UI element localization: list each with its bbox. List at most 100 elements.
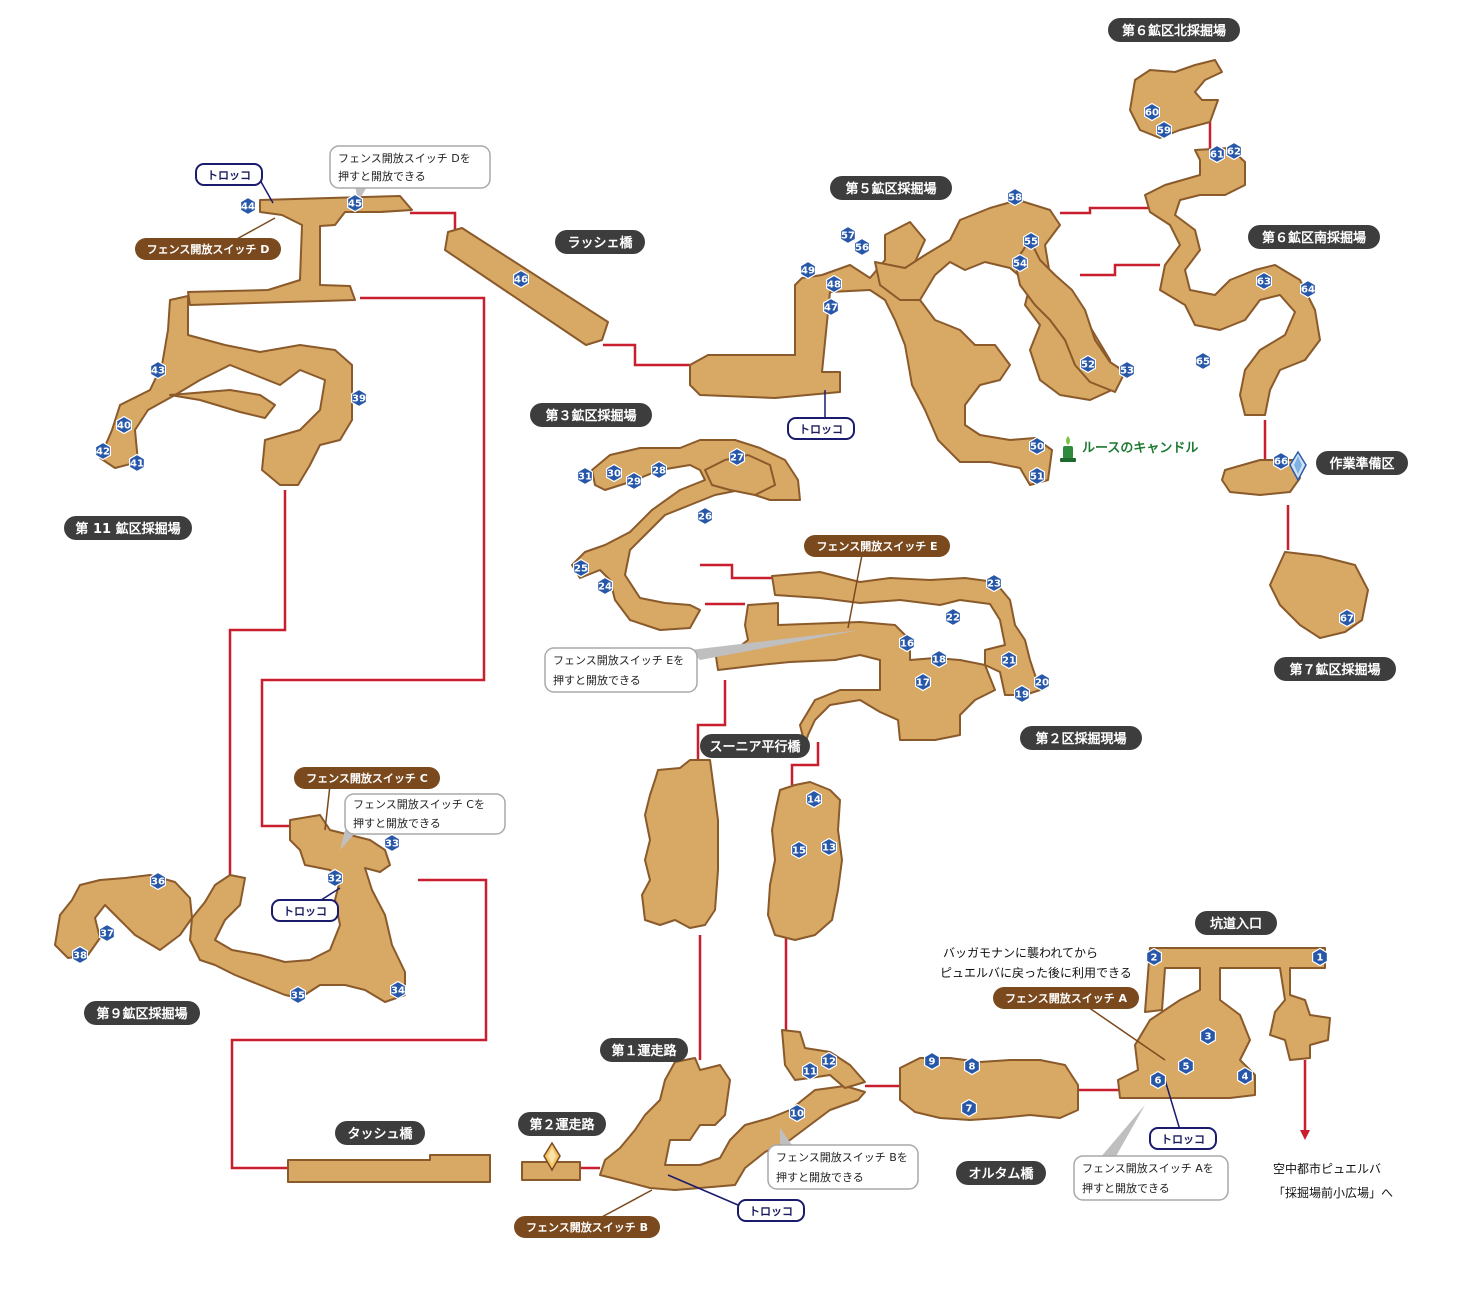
marker-number: 47 xyxy=(824,303,838,314)
marker-number: 62 xyxy=(1227,147,1241,158)
marker-number: 7 xyxy=(966,1104,973,1115)
marker-44: 44 xyxy=(240,196,256,216)
marker-number: 48 xyxy=(827,280,841,291)
marker-3: 3 xyxy=(1199,1026,1217,1046)
svg-text:押すと開放できる: 押すと開放できる xyxy=(353,816,441,830)
marker-35: 35 xyxy=(290,985,306,1005)
note-baggamonan-line2: ピュエルバに戻った後に利用できる xyxy=(940,966,1132,980)
label-mine6-north: 第６鉱区北採掘場 xyxy=(1108,18,1240,42)
svg-text:フェンス開放スイッチ D: フェンス開放スイッチ D xyxy=(147,242,270,256)
svg-text:フェンス開放スイッチ E: フェンス開放スイッチ E xyxy=(816,539,937,553)
marker-number: 24 xyxy=(598,582,612,593)
marker-28: 28 xyxy=(650,460,668,480)
svg-text:トロッコ: トロッコ xyxy=(749,1205,793,1218)
marker-number: 6 xyxy=(1155,1076,1162,1087)
floor-mine5-right xyxy=(1014,239,1126,393)
marker-number: 40 xyxy=(117,421,131,432)
marker-number: 8 xyxy=(969,1062,976,1073)
marker-46: 46 xyxy=(512,269,530,289)
leader-switch-a xyxy=(1084,1004,1166,1061)
marker-21: 21 xyxy=(1000,650,1018,670)
label-mine11: 第 11 鉱区採掘場 xyxy=(64,516,192,540)
marker-13: 13 xyxy=(820,837,838,857)
svg-text:押すと開放できる: 押すと開放できる xyxy=(553,673,641,687)
svg-text:坑道入口: 坑道入口 xyxy=(1210,916,1262,932)
marker-42: 42 xyxy=(94,441,112,461)
marker-18: 18 xyxy=(930,649,948,669)
floor-mine9-left xyxy=(54,874,193,959)
marker-number: 27 xyxy=(730,453,744,464)
marker-number: 36 xyxy=(151,877,165,888)
marker-number: 46 xyxy=(514,275,528,286)
marker-number: 43 xyxy=(151,366,165,377)
leader-trolley-44 xyxy=(259,179,274,204)
svg-text:押すと開放できる: 押すと開放できる xyxy=(776,1170,864,1184)
floor-runway-hub xyxy=(599,1057,866,1191)
marker-number: 15 xyxy=(792,846,806,857)
switch-label-e: フェンス開放スイッチ E xyxy=(804,535,950,557)
label-work-prep: 作業準備区 xyxy=(1316,451,1408,475)
marker-number: 28 xyxy=(652,466,666,477)
connector-58-6s xyxy=(1060,206,1150,215)
note-exit-line2: 「採掘場前小広場」へ xyxy=(1273,1185,1393,1200)
marker-4: 4 xyxy=(1236,1066,1254,1086)
marker-41: 41 xyxy=(129,453,145,473)
marker-50: 50 xyxy=(1028,436,1046,456)
svg-text:押すと開放できる: 押すと開放できる xyxy=(338,169,426,183)
connector-2-suunia-l xyxy=(696,680,727,760)
marker-number: 16 xyxy=(900,639,914,650)
numbered-markers: 1234567891011121314151617181920212223242… xyxy=(71,102,1356,1123)
trolley-label-pit: トロッコ xyxy=(1149,1127,1217,1150)
svg-text:作業準備区: 作業準備区 xyxy=(1329,456,1394,472)
connector-54-6s xyxy=(1080,263,1160,277)
marker-19: 19 xyxy=(1013,684,1031,704)
note-baggamonan-line1: バッガモナンに襲われてから xyxy=(943,945,1098,960)
svg-text:トロッコ: トロッコ xyxy=(207,169,251,182)
svg-text:フェンス開放スイッチ B: フェンス開放スイッチ B xyxy=(526,1220,648,1234)
callout-pointers xyxy=(340,185,1145,1158)
label-mine7: 第７鉱区採掘場 xyxy=(1274,657,1396,681)
marker-26: 26 xyxy=(696,506,714,526)
label-orutamu-bridge: オルタム橋 xyxy=(956,1161,1046,1185)
svg-text:タッシュ橋: タッシュ橋 xyxy=(347,1126,413,1142)
pointer-a xyxy=(1100,1105,1145,1158)
marker-number: 55 xyxy=(1024,237,1038,248)
trolley-label-mine5: トロッコ xyxy=(787,417,855,440)
label-runway1: 第１運走路 xyxy=(600,1038,688,1062)
crystal-icon xyxy=(1289,450,1307,482)
marker-36: 36 xyxy=(150,871,166,891)
marker-40: 40 xyxy=(115,415,132,435)
marker-number: 64 xyxy=(1301,285,1315,296)
floor-orutamu-bridge xyxy=(899,1057,1079,1121)
marker-number: 51 xyxy=(1030,472,1044,483)
marker-16: 16 xyxy=(898,633,916,653)
marker-number: 14 xyxy=(807,795,821,806)
svg-text:ラッシェ橋: ラッシェ橋 xyxy=(567,235,633,251)
marker-52: 52 xyxy=(1079,354,1097,374)
label-mine9: 第９鉱区採掘場 xyxy=(84,1001,200,1025)
marker-number: 17 xyxy=(916,678,930,689)
floor-mine9 xyxy=(189,814,406,1003)
floor-shapes xyxy=(54,59,1369,1191)
marker-1: 1 xyxy=(1311,947,1329,967)
marker-number: 66 xyxy=(1274,457,1288,468)
pointer-e xyxy=(690,630,860,660)
marker-number: 35 xyxy=(291,991,305,1002)
switch-label-c: フェンス開放スイッチ C xyxy=(294,767,440,789)
pointer-c xyxy=(340,830,358,850)
svg-text:フェンス開放スイッチ Eを: フェンス開放スイッチ Eを xyxy=(553,653,684,667)
marker-66: 66 xyxy=(1272,451,1290,471)
leader-switch-e xyxy=(847,554,863,629)
marker-45: 45 xyxy=(347,193,363,213)
marker-43: 43 xyxy=(150,360,166,380)
marker-number: 58 xyxy=(1008,193,1022,204)
marker-61: 61 xyxy=(1208,144,1226,164)
candle-icon xyxy=(1060,436,1076,462)
marker-number: 37 xyxy=(100,929,114,940)
marker-25: 25 xyxy=(572,558,590,578)
leader-trolley-hub xyxy=(667,1174,746,1209)
marker-number: 49 xyxy=(801,266,815,277)
exit-arrowhead xyxy=(1300,1130,1310,1140)
